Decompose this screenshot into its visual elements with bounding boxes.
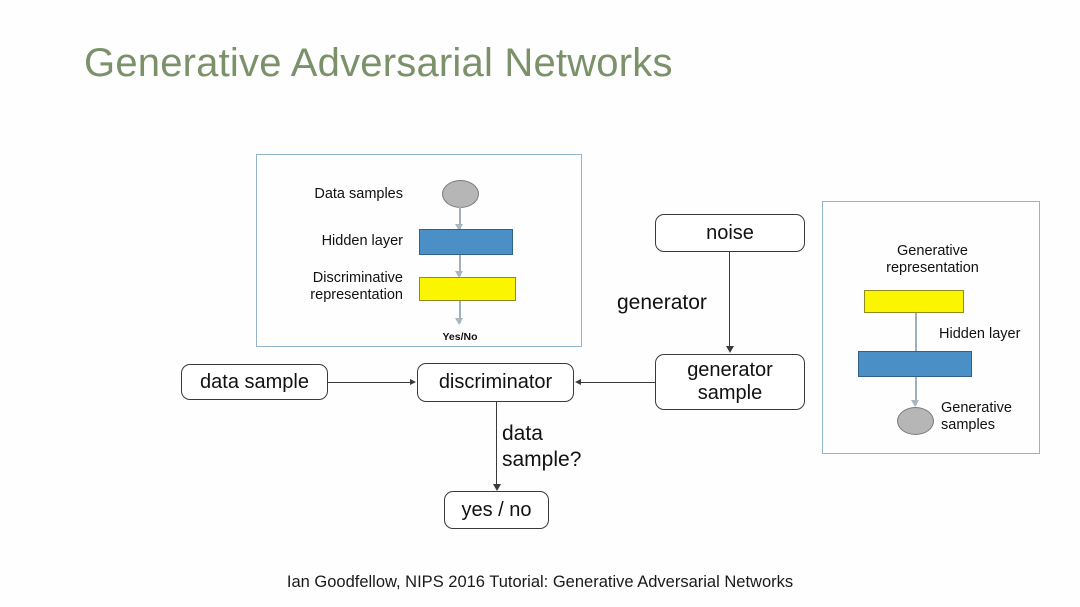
label-discriminative-representation-line2: representation bbox=[310, 287, 403, 303]
node-generator-sample-label: generator sample bbox=[687, 359, 773, 405]
node-noise[interactable]: noise bbox=[655, 214, 805, 252]
connector-data-samples-to-hidden bbox=[459, 207, 461, 229]
label-generative-samples-line1: Generative bbox=[941, 400, 1012, 416]
generative-samples-node-icon bbox=[897, 407, 934, 435]
arrowhead-generator-sample-to-discriminator bbox=[575, 378, 581, 385]
edge-label-generator: generator bbox=[617, 291, 707, 314]
arrowhead-data-samples-to-hidden bbox=[455, 224, 463, 231]
page-title: Generative Adversarial Networks bbox=[84, 41, 673, 85]
label-generative-samples: Generative samples bbox=[941, 400, 1046, 434]
node-data-sample-label: data sample bbox=[200, 370, 309, 393]
arrowhead-hidden-to-discriminative bbox=[455, 271, 463, 278]
label-hidden-layer-right: Hidden layer bbox=[939, 326, 1021, 342]
generative-representation-bar bbox=[864, 290, 964, 313]
node-discriminator[interactable]: discriminator bbox=[417, 363, 574, 402]
generator-network-panel bbox=[822, 201, 1040, 454]
connector-hidden-to-generative-samples bbox=[915, 377, 917, 405]
arrowhead-noise-to-generator-sample bbox=[725, 346, 734, 353]
edge-label-data-sample-question-line2: sample? bbox=[502, 448, 582, 471]
node-noise-label: noise bbox=[706, 221, 754, 244]
node-discriminator-label: discriminator bbox=[438, 371, 553, 393]
edge-label-data-sample-question: data sample? bbox=[502, 421, 581, 473]
arrowhead-discriminative-to-output bbox=[455, 318, 463, 325]
node-data-sample[interactable]: data sample bbox=[181, 364, 328, 400]
label-generative-samples-line2: samples bbox=[941, 417, 995, 433]
label-yes-no-output: Yes/No bbox=[442, 331, 478, 343]
label-generative-representation-line2: representation bbox=[886, 260, 979, 276]
connector-generative-representation-to-hidden bbox=[915, 313, 917, 351]
arrowhead-hidden-to-generative-samples bbox=[911, 400, 919, 407]
label-hidden-layer-left: Hidden layer bbox=[321, 233, 403, 249]
edge-noise-to-generator-sample bbox=[729, 252, 731, 347]
edge-generator-sample-to-discriminator bbox=[580, 382, 655, 384]
connector-hidden-to-discriminative bbox=[459, 255, 461, 276]
label-data-samples: Data samples bbox=[314, 186, 403, 202]
data-samples-node-icon bbox=[442, 180, 479, 208]
node-yes-no[interactable]: yes / no bbox=[444, 491, 549, 529]
node-generator-sample-label-line2: sample bbox=[697, 382, 763, 404]
footer-caption: Ian Goodfellow, NIPS 2016 Tutorial: Gene… bbox=[286, 573, 794, 591]
discriminative-representation-bar bbox=[419, 277, 516, 301]
label-generative-representation-line1: Generative bbox=[897, 243, 968, 259]
edge-label-data-sample-question-line1: data bbox=[502, 422, 543, 445]
label-generative-representation: Generative representation bbox=[845, 243, 1020, 277]
edge-data-sample-to-discriminator bbox=[328, 382, 411, 384]
arrowhead-discriminator-to-yes-no bbox=[492, 484, 501, 491]
label-discriminative-representation: Discriminative representation bbox=[253, 270, 403, 304]
node-yes-no-label: yes / no bbox=[461, 498, 532, 521]
connector-discriminative-to-output bbox=[459, 301, 461, 323]
node-generator-sample-label-line1: generator bbox=[687, 359, 773, 381]
node-generator-sample[interactable]: generator sample bbox=[655, 354, 805, 410]
edge-discriminator-to-yes-no bbox=[496, 402, 498, 485]
generator-hidden-layer-bar bbox=[858, 351, 972, 377]
arrowhead-data-sample-to-discriminator bbox=[410, 378, 416, 385]
hidden-layer-bar bbox=[419, 229, 513, 255]
label-discriminative-representation-line1: Discriminative bbox=[312, 270, 403, 286]
